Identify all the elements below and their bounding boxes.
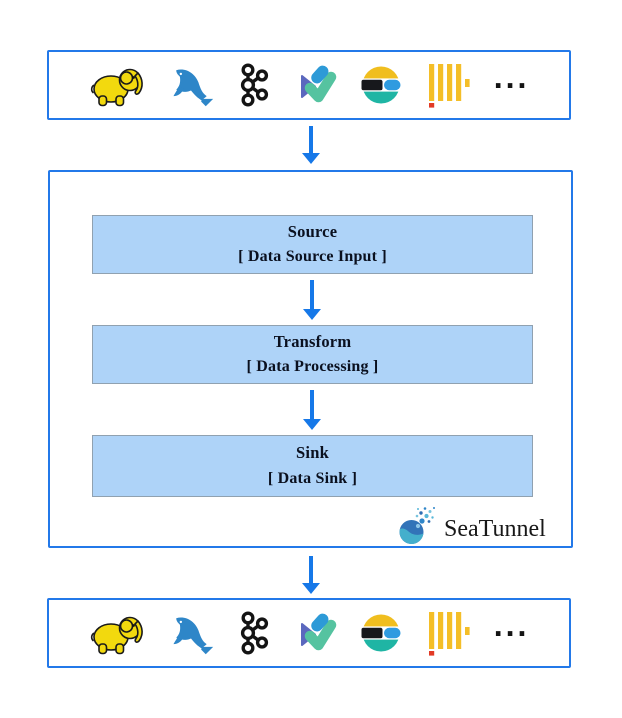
pill-check-logo-icon bbox=[293, 611, 337, 655]
seatunnel-brand-label: SeaTunnel bbox=[444, 515, 546, 542]
arrow-shaft bbox=[310, 390, 314, 419]
elasticsearch-icon bbox=[359, 63, 405, 107]
seatunnel-pipeline-box: Source [ Data Source Input ] Transform [… bbox=[48, 170, 573, 548]
stage-sink-title: Sink bbox=[296, 443, 329, 463]
arrow-head-icon bbox=[302, 583, 320, 594]
elasticsearch-icon bbox=[359, 611, 405, 655]
stage-source-subtitle: [ Data Source Input ] bbox=[238, 248, 387, 266]
stage-source: Source [ Data Source Input ] bbox=[92, 215, 533, 274]
connectors-top-box: ... bbox=[47, 50, 571, 120]
arrow-pipeline-to-bottom bbox=[302, 556, 320, 594]
stage-transform-subtitle: [ Data Processing ] bbox=[246, 358, 379, 376]
mysql-dolphin-icon bbox=[167, 611, 215, 655]
hadoop-elephant-icon bbox=[89, 611, 145, 655]
stage-transform: Transform [ Data Processing ] bbox=[92, 325, 533, 384]
seatunnel-splash-icon bbox=[398, 502, 436, 546]
arrow-source-to-transform bbox=[303, 280, 321, 320]
seatunnel-brand: SeaTunnel bbox=[398, 500, 568, 546]
arrow-head-icon bbox=[302, 153, 320, 164]
stage-source-title: Source bbox=[287, 221, 338, 241]
kafka-icon bbox=[237, 609, 271, 657]
arrow-head-icon bbox=[303, 309, 321, 320]
mysql-dolphin-icon bbox=[167, 63, 215, 107]
arrow-shaft bbox=[310, 280, 314, 309]
arrow-top-to-pipeline bbox=[302, 126, 320, 164]
more-connectors-dots: ... bbox=[493, 65, 529, 95]
arrow-shaft bbox=[309, 126, 313, 153]
arrow-transform-to-sink bbox=[303, 390, 321, 430]
arrow-shaft bbox=[309, 556, 313, 583]
more-connectors-dots: ... bbox=[493, 613, 529, 643]
connectors-bottom-box: ... bbox=[47, 598, 571, 668]
hadoop-elephant-icon bbox=[89, 63, 145, 107]
kafka-icon bbox=[237, 61, 271, 109]
stage-sink: Sink [ Data Sink ] bbox=[92, 435, 533, 497]
clickhouse-icon bbox=[427, 610, 471, 656]
stage-sink-subtitle: [ Data Sink ] bbox=[267, 469, 358, 487]
clickhouse-icon bbox=[427, 62, 471, 108]
stage-transform-title: Transform bbox=[273, 331, 352, 351]
arrow-head-icon bbox=[303, 419, 321, 430]
pill-check-logo-icon bbox=[293, 63, 337, 107]
